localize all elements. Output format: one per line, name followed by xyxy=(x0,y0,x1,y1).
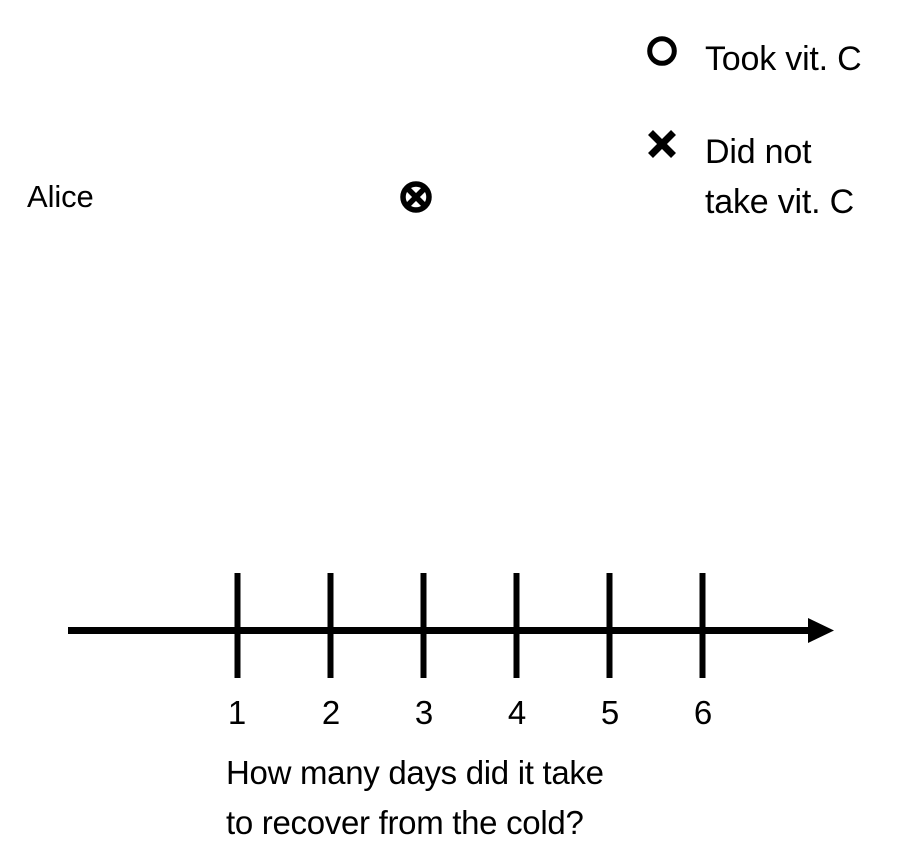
legend-label-did-not-take-vit-c: Did not take vit. C xyxy=(705,133,854,221)
open-circle-icon xyxy=(645,34,679,68)
legend-label-took-vit-c: Took vit. C xyxy=(705,40,862,78)
legend-item-took-vit-c[interactable]: Took vit. C xyxy=(645,34,862,84)
x-axis-caption: How many days did it take to recover fro… xyxy=(226,754,604,841)
tick-label-4: 4 xyxy=(507,694,527,731)
legend: Took vit. C Did not take vit. C xyxy=(645,22,916,221)
tick-label-5: 5 xyxy=(600,694,620,731)
cross-icon xyxy=(645,127,679,161)
x-axis xyxy=(0,545,916,745)
legend-item-did-not-take-vit-c[interactable]: Did not take vit. C xyxy=(645,127,854,227)
tick-label-1: 1 xyxy=(227,694,247,731)
row-label-alice: Alice xyxy=(27,179,94,214)
tick-label-3: 3 xyxy=(414,694,434,731)
data-point-alice xyxy=(398,179,434,215)
tick-label-2: 2 xyxy=(321,694,341,731)
tick-label-6: 6 xyxy=(693,694,713,731)
axis-graphics xyxy=(68,573,834,678)
